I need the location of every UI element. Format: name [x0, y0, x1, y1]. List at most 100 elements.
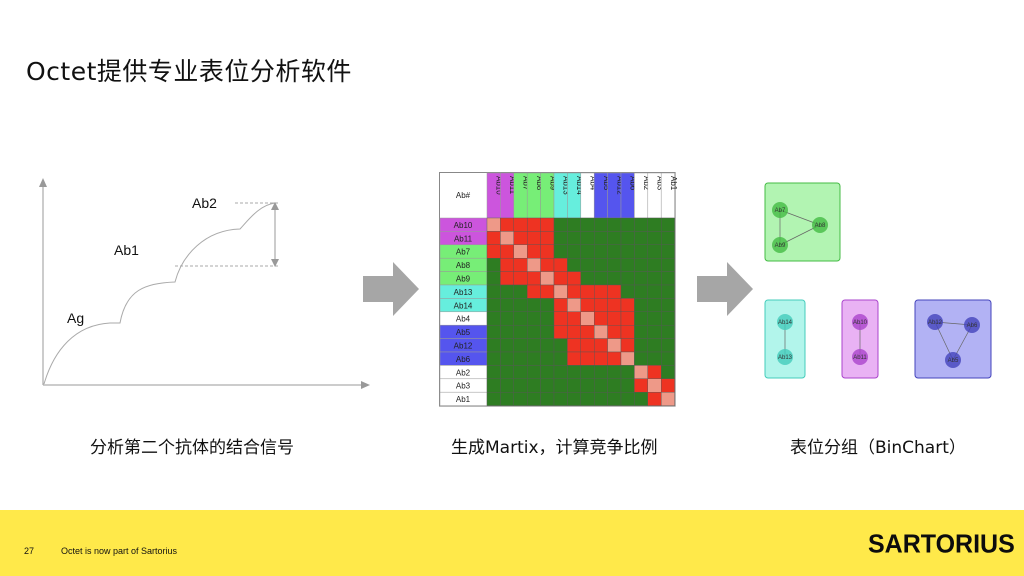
- matrix-cell: [620, 351, 635, 366]
- matrix-cell: [634, 391, 648, 406]
- matrix-col-label: Ab12: [615, 176, 624, 195]
- matrix-cell: [500, 271, 515, 286]
- matrix-cell: [620, 324, 635, 339]
- label-ab1: Ab1: [114, 242, 139, 258]
- matrix-cell: [607, 324, 622, 339]
- matrix-cell: [513, 231, 528, 246]
- matrix-cell: [567, 298, 581, 313]
- matrix-cell: [607, 217, 622, 232]
- matrix-cell: [500, 298, 515, 313]
- matrix-cell: [593, 284, 608, 299]
- matrix-cell: [486, 217, 501, 232]
- matrix-cell: [647, 324, 662, 339]
- matrix-cell: [620, 365, 635, 379]
- bin-node-label: Ab7: [775, 208, 786, 214]
- bin-node-label: Ab5: [948, 358, 959, 364]
- matrix-cell: [647, 365, 662, 379]
- matrix-cell: [593, 298, 608, 313]
- matrix-cell: [553, 298, 568, 313]
- matrix-cell: [553, 311, 568, 326]
- matrix-cell: [513, 298, 528, 313]
- matrix-cell: [634, 284, 648, 299]
- matrix-cell: [540, 311, 555, 326]
- matrix-col-label: Ab1: [669, 176, 678, 191]
- matrix-cell: [580, 257, 595, 272]
- matrix-row-label: Ab7: [456, 248, 471, 257]
- bin-node: [772, 237, 788, 253]
- matrix-cell: [553, 284, 568, 299]
- matrix-cell: [567, 378, 581, 393]
- bin-node: [852, 314, 868, 330]
- matrix-cell: [500, 284, 515, 299]
- bin-node: [927, 314, 943, 330]
- signal-arrow-down: [271, 259, 279, 267]
- matrix-cell: [647, 378, 662, 393]
- matrix-cell: [660, 231, 675, 246]
- matrix-cell: [660, 365, 675, 379]
- matrix-cell: [486, 391, 501, 406]
- bin-node: [772, 202, 788, 218]
- matrix-cell: [567, 257, 581, 272]
- matrix-cell: [540, 365, 555, 379]
- matrix-row-label: Ab11: [454, 234, 473, 243]
- matrix-cell: [553, 244, 568, 259]
- matrix-cell: [553, 271, 568, 286]
- matrix-col-label: Ab5: [602, 176, 611, 191]
- bin-node: [777, 314, 793, 330]
- matrix-cell: [486, 284, 501, 299]
- matrix-cell: [540, 271, 555, 286]
- matrix-cell: [567, 391, 581, 406]
- matrix-cell: [553, 324, 568, 339]
- matrix-cell: [540, 378, 555, 393]
- matrix-cell: [526, 311, 541, 326]
- matrix-cell: [634, 298, 648, 313]
- matrix-cell: [500, 351, 515, 366]
- bin-node-label: Ab13: [778, 355, 793, 361]
- bin-node-label: Ab8: [815, 223, 826, 229]
- matrix-cell: [660, 391, 675, 406]
- matrix-row-label: Ab12: [454, 342, 473, 351]
- matrix-cell: [500, 365, 515, 379]
- matrix-col-label: Ab11: [508, 176, 517, 195]
- matrix-cell: [553, 365, 568, 379]
- bin-node: [945, 352, 961, 368]
- matrix-cell: [593, 324, 608, 339]
- binding-signal-plot: [39, 178, 370, 389]
- matrix-cell: [620, 311, 635, 326]
- bin-node-label: Ab10: [853, 320, 868, 326]
- matrix-cell: [647, 217, 662, 232]
- matrix-cell: [647, 298, 662, 313]
- matrix-cell: [580, 365, 595, 379]
- matrix-cell: [500, 217, 515, 232]
- matrix-cell: [513, 391, 528, 406]
- matrix-cell: [486, 311, 501, 326]
- matrix-cell: [500, 231, 515, 246]
- bin-node: [852, 349, 868, 365]
- matrix-cell: [580, 231, 595, 246]
- matrix-cell: [634, 257, 648, 272]
- matrix-cell: [526, 257, 541, 272]
- matrix-col-label: Ab10: [495, 176, 504, 195]
- matrix-cell: [660, 284, 675, 299]
- matrix-cell: [634, 244, 648, 259]
- matrix-cell: [634, 231, 648, 246]
- matrix-cell: [620, 391, 635, 406]
- matrix-cell: [526, 351, 541, 366]
- matrix-cell: [513, 365, 528, 379]
- matrix-cell: [593, 391, 608, 406]
- slide-title: Octet提供专业表位分析软件: [26, 57, 352, 86]
- matrix-cell: [593, 351, 608, 366]
- matrix-cell: [580, 217, 595, 232]
- matrix-cell: [526, 244, 541, 259]
- matrix-cell: [593, 244, 608, 259]
- matrix-cell: [660, 378, 675, 393]
- matrix-cell: [540, 338, 555, 353]
- matrix-cell: [660, 257, 675, 272]
- y-axis-arrowhead: [39, 178, 47, 187]
- matrix-cell: [500, 378, 515, 393]
- matrix-cell: [593, 257, 608, 272]
- matrix-cell: [513, 257, 528, 272]
- matrix-cell: [513, 271, 528, 286]
- matrix-col-label: Ab6: [629, 176, 638, 191]
